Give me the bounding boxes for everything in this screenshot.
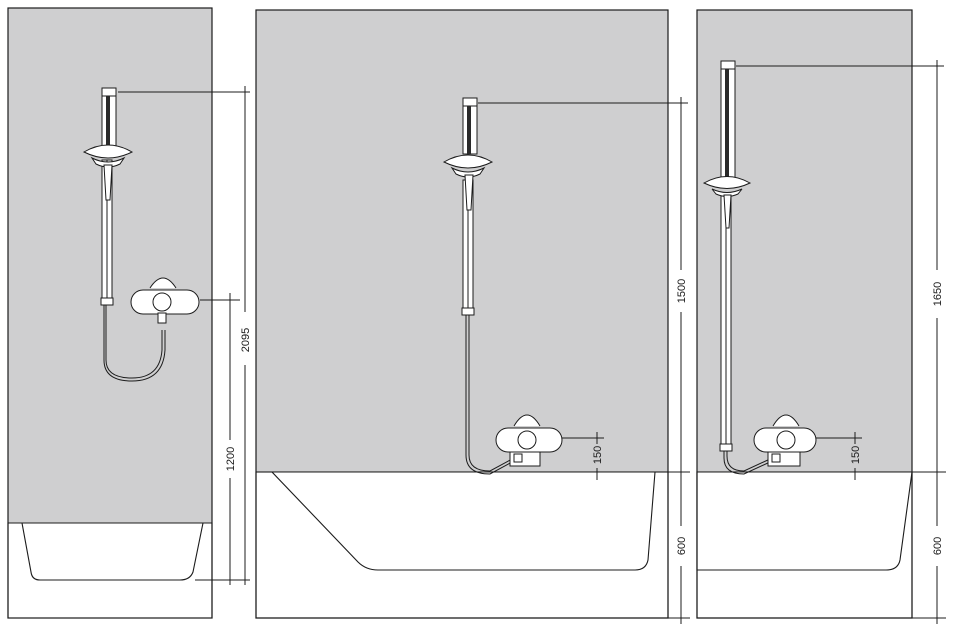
shower-head xyxy=(702,176,752,229)
shower-hose xyxy=(105,305,163,379)
bath-mixer xyxy=(753,414,817,467)
panel-bath-1650: 1650 150 600 xyxy=(696,9,946,624)
dimension-label-1500: 1500 xyxy=(676,279,688,303)
shower-hose xyxy=(723,451,771,475)
panel-frame xyxy=(255,9,669,619)
shower-head xyxy=(442,154,494,211)
shower-mixer xyxy=(130,277,200,324)
bathtub xyxy=(270,471,656,571)
bathtub xyxy=(696,471,913,571)
shower-head xyxy=(82,144,134,201)
panel-shower: 2095 1200 xyxy=(7,7,252,619)
shower-hose xyxy=(465,315,513,475)
dimension-label-150: 150 xyxy=(850,446,862,464)
dimension-label-1200: 1200 xyxy=(225,447,237,471)
shower-rail xyxy=(461,97,478,316)
dimension-label-600: 600 xyxy=(676,537,688,555)
shower-tray xyxy=(21,522,204,581)
dimension-label-2095: 2095 xyxy=(240,328,252,352)
panel-frame xyxy=(7,7,213,619)
bath-mixer xyxy=(495,414,563,467)
wall-tile-area xyxy=(256,10,668,472)
dimension-label-150: 150 xyxy=(592,446,604,464)
dimension-label-600: 600 xyxy=(932,537,944,555)
panel-frame xyxy=(696,9,913,619)
dimension-label-1650: 1650 xyxy=(932,282,944,306)
panel-bath-1500: 1500 150 600 xyxy=(255,9,690,624)
